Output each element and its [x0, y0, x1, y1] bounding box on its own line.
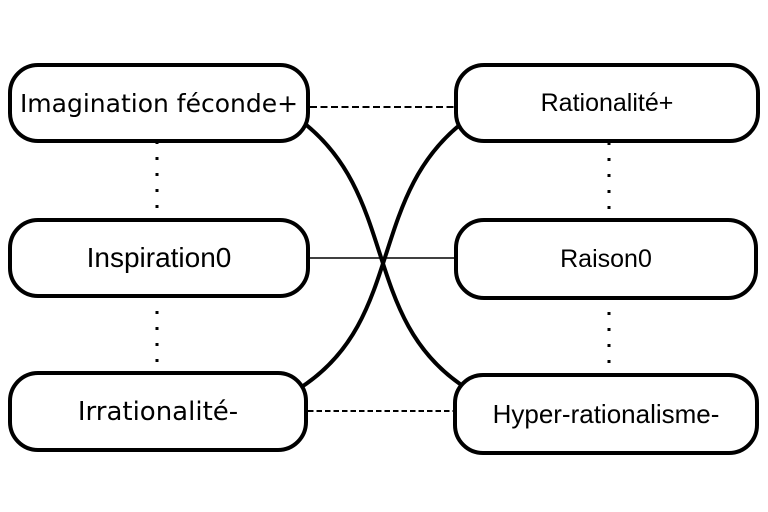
node-rationalite: Rationalité+: [454, 63, 760, 143]
node-inspiration: Inspiration0: [8, 218, 310, 298]
node-imagination-feconde: Imagination féconde+: [8, 63, 310, 143]
node-imagination-feconde-label: Imagination féconde+: [19, 88, 299, 118]
node-inspiration-label: Inspiration0: [86, 242, 232, 273]
node-hyper-rationalisme: Hyper-rationalisme-: [453, 373, 759, 455]
edge-curve-imagination-hyper: [298, 118, 468, 390]
node-raison-label: Raison0: [560, 244, 652, 273]
node-hyper-rationalisme-label: Hyper-rationalisme-: [492, 398, 720, 429]
node-raison: Raison0: [454, 218, 758, 300]
node-irrationalite: Irrationalité-: [8, 371, 308, 452]
node-rationalite-label: Rationalité+: [540, 88, 674, 117]
node-irrationalite-label: Irrationalité-: [77, 396, 239, 427]
edge-curve-rationalite-irrationalite: [298, 118, 468, 390]
